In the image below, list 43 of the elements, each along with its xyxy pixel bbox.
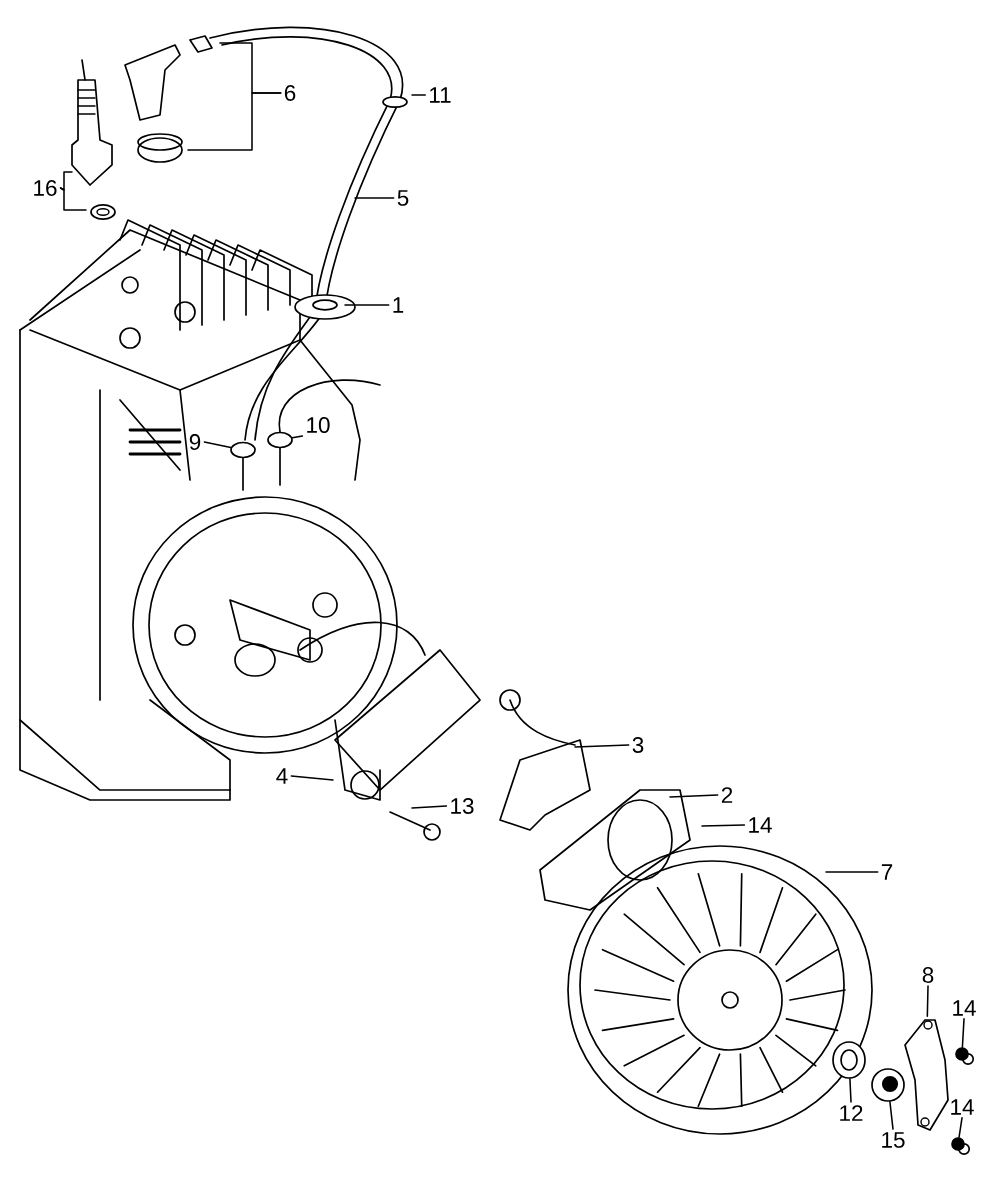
leader-line [961,1018,965,1048]
screw [951,1137,971,1156]
plate-drawing [904,1019,949,1131]
callout-number: 14 [951,1099,974,1115]
callout-number: 2 [721,787,733,803]
leader-line [354,197,395,199]
callout-number: 9 [189,434,201,450]
leader-line [59,187,87,211]
callout-number: 15 [882,1132,905,1148]
leader-line [574,744,630,748]
leader-line [926,985,929,1017]
leader-line [291,435,304,439]
leader-line [290,775,334,781]
callout-number: 16 [34,180,57,196]
leader-line [701,824,746,827]
leader-line [889,1100,894,1130]
callout-number: 5 [397,190,409,206]
grommet [267,431,293,449]
callout-number: 6 [284,85,296,101]
callout-number: 7 [881,864,893,880]
leader-line [825,871,879,873]
callout-number: 14 [749,817,772,833]
callout-number: 11 [430,87,451,103]
leader-line [411,805,448,809]
callout-number: 1 [393,297,404,313]
callout-number: 4 [276,768,288,784]
leader-line [203,441,232,449]
leader-line [958,1117,963,1139]
screw [955,1047,975,1066]
leader-line [187,92,282,151]
callout-number: 13 [451,798,474,814]
callout-number: 10 [307,417,330,433]
callout-number: 14 [953,1000,976,1016]
callout-number: 3 [632,737,644,753]
washer [832,1041,866,1079]
leader-line [669,794,719,798]
nut [871,1068,905,1102]
leader-line [849,1078,852,1103]
leader-line [411,94,426,96]
grommet [230,441,256,459]
leader-line [344,304,390,306]
callout-number: 12 [840,1105,863,1121]
callout-number: 8 [922,967,934,983]
